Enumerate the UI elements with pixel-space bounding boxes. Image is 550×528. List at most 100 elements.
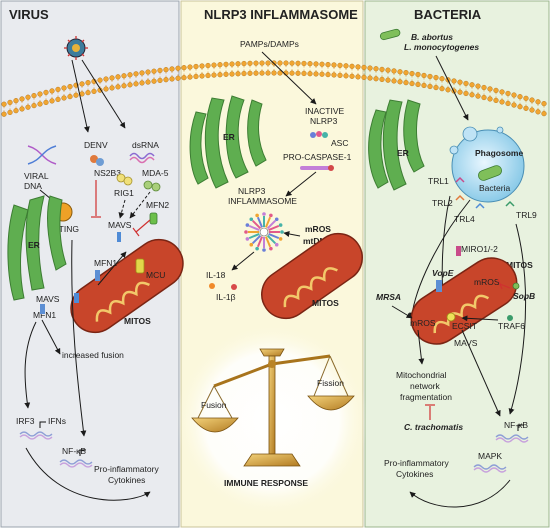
mros-right-label: mROS [474, 277, 500, 287]
cytokines-line2-virus: Cytokines [108, 475, 145, 485]
mfn1-b-icon [40, 304, 45, 314]
nfkb-label-bacteria: NF-κB [504, 420, 528, 430]
nfkb-gene-icon-virus [59, 449, 93, 468]
nfkb-label-virus: NF-κB [62, 446, 86, 456]
mda5-label: MDA-5 [142, 168, 169, 178]
inactive-nlrp3-line2: NLRP3 [310, 116, 338, 126]
ns2b3-label: NS2B3 [94, 168, 121, 178]
sopb-icon [512, 282, 520, 290]
ns2b3-protease-icon [90, 155, 104, 166]
mtdna-label-nlrp3: mtDNA [303, 236, 332, 246]
nfkb-gene-icon-bacteria [495, 424, 529, 443]
mfn2-label: MFN2 [146, 200, 169, 210]
cytokines-line1-virus: Pro-inflammatory [94, 464, 159, 474]
ifns-label: IFNs [48, 416, 66, 426]
trl-receptor-icons [455, 176, 515, 209]
cytokines-line1-bacteria: Pro-inflammatory [384, 458, 449, 468]
trl4-label: TRL4 [454, 214, 475, 224]
mcu-icon [135, 258, 145, 274]
miro-label: MIRO1/-2 [461, 244, 498, 254]
il1b-label: IL-1β [216, 292, 236, 302]
er-shape-bacteria [368, 99, 425, 191]
b-abortus-label: B. abortus [411, 32, 453, 42]
mfn1-label-a: MFN1 [94, 258, 117, 268]
mfn1-label-b: MFN1 [33, 310, 56, 320]
er-label-virus: ER [28, 240, 40, 250]
mavs-top-label: MAVS [108, 220, 132, 230]
il18-icon [209, 283, 215, 289]
trl1-label: TRL1 [428, 176, 449, 186]
c-trachomatis-label: C. trachomatis [404, 422, 463, 432]
cytokines-line2-bacteria: Cytokines [396, 469, 433, 479]
trl2-label: TRL2 [432, 198, 453, 208]
inactive-nlrp3-line1: INACTIVE [305, 106, 345, 116]
pamps-damps-label: PAMPs/DAMPs [240, 39, 299, 49]
bacteria-panel-title: BACTERIA [414, 7, 482, 22]
inflammasome-complex-icon [244, 212, 284, 252]
cell-membrane [1, 60, 547, 117]
er-label-bacteria: ER [397, 148, 409, 158]
miro-icon [456, 246, 461, 256]
rig1-label: RIG1 [114, 188, 134, 198]
bacterium-icon-1 [379, 28, 401, 41]
traf6-icon [507, 315, 513, 321]
sopb-label: SopB [513, 291, 535, 301]
dsrna-label: dsRNA [132, 140, 159, 150]
inflammasome-line2: INFLAMMASOME [228, 196, 297, 206]
virus-panel-title: VIRUS [9, 7, 49, 22]
mapk-gene-icon [473, 464, 507, 473]
phagosome-label: Phagosome [475, 148, 523, 158]
mito-network-line2: network [410, 381, 441, 391]
viral-dna-label-line2: DNA [24, 181, 42, 191]
virus-particle-icon [64, 36, 88, 60]
fusion-label: Fusion [201, 400, 227, 410]
ecsit-icon [446, 312, 456, 322]
mito-network-line1: Mitochondrial [396, 370, 447, 380]
mda5-icon [143, 180, 161, 192]
sting-label: STING [53, 224, 79, 234]
bacteria-label: Bacteria [479, 183, 510, 193]
er-shape-nlrp3 [189, 95, 267, 189]
fission-label: Fission [317, 378, 344, 388]
mavs-top-icon [117, 232, 121, 242]
mitos-label-bacteria: MITOS [506, 260, 533, 270]
il1b-icon [231, 284, 237, 290]
immune-response-label: IMMUNE RESPONSE [224, 478, 308, 488]
irf3-gene-icon [19, 421, 53, 440]
denv-label: DENV [84, 140, 108, 150]
mavs-low-label: MAVS [36, 294, 60, 304]
mros-left-label: mROS [410, 318, 436, 328]
mavs-label-bacteria: MAVS [454, 338, 478, 348]
rig1-icon [116, 173, 133, 186]
irf3-label: IRF3 [16, 416, 35, 426]
mapk-label: MAPK [478, 451, 502, 461]
pro-caspase-1-icon [300, 165, 334, 171]
dsrna-icon [129, 152, 155, 164]
pro-caspase-1-label: PRO-CASPASE-1 [283, 152, 352, 162]
nlrp3-panel-title: NLRP3 INFLAMMASOME [204, 7, 358, 22]
trl9-label: TRL9 [516, 210, 537, 220]
ecsit-label: ECSIT [452, 321, 477, 331]
balance-scale-icon [191, 348, 355, 467]
asc-label: ASC [331, 138, 348, 148]
mitochondrion-nlrp3 [261, 232, 363, 320]
mros-label-nlrp3: mROS [305, 224, 331, 234]
mitos-label-virus: MITOS [124, 316, 151, 326]
er-shape-virus [7, 195, 67, 301]
mito-network-line3: fragmentation [400, 392, 452, 402]
vope-icon [436, 280, 442, 292]
er-label-nlrp3: ER [223, 132, 235, 142]
mavs-low-icon [74, 293, 79, 303]
inactive-nlrp3-icon [310, 131, 328, 138]
phagosome-icon [449, 126, 525, 203]
increased-fusion-label: increased fusion [62, 350, 124, 360]
traf6-label: TRAF6 [498, 321, 525, 331]
mcu-label: MCU [146, 270, 165, 280]
mfn2-icon [149, 212, 158, 225]
il18-label: IL-18 [206, 270, 226, 280]
vope-label: VopE [432, 268, 454, 278]
inflammasome-line1: NLRP3 [238, 186, 266, 196]
mitos-label-nlrp3: MITOS [312, 298, 339, 308]
l-monocytogenes-label: L. monocytogenes [404, 42, 479, 52]
